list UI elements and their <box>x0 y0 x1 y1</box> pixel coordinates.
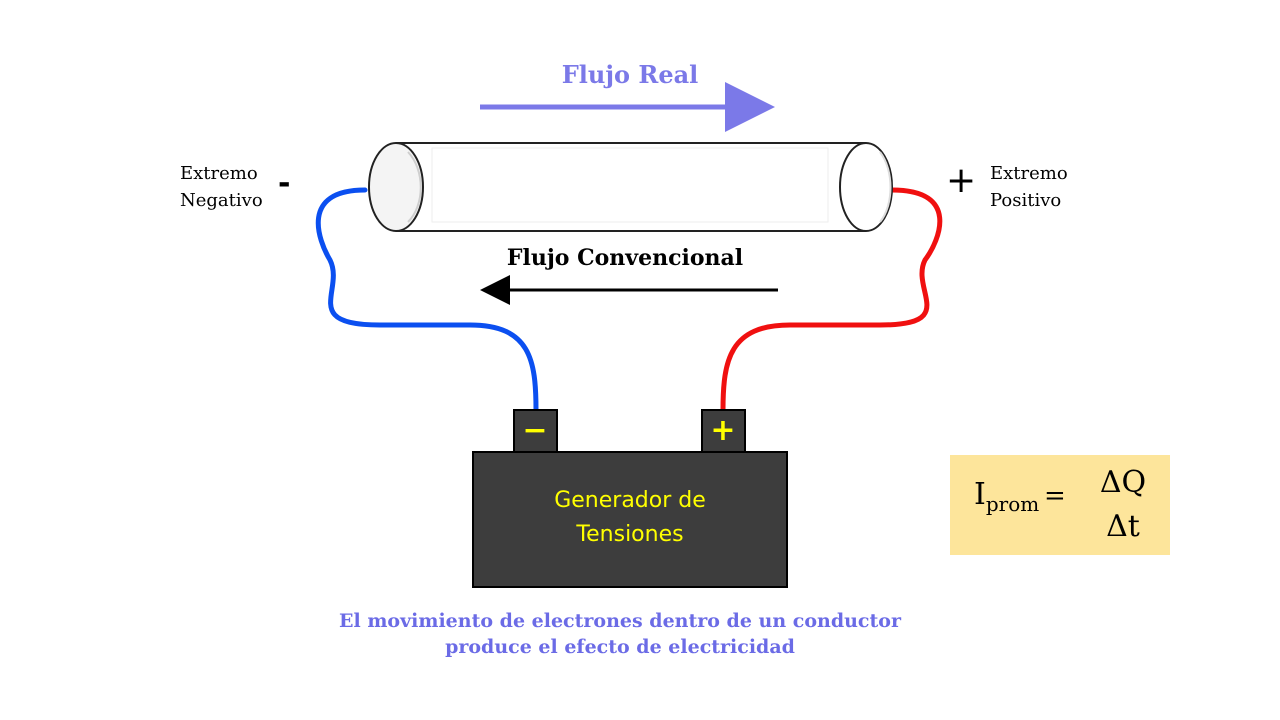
negative-sign: - <box>278 166 291 201</box>
generator-label-line2: Tensiones <box>576 522 684 547</box>
generator-label-line1: Generador de <box>554 488 706 513</box>
conventional-flow-label: Flujo Convencional <box>506 245 744 271</box>
formula-numerator: ΔQ <box>1099 465 1147 500</box>
caption-line1: El movimiento de electrones dentro de un… <box>339 610 901 632</box>
formula-current-subscript: prom <box>985 492 1040 516</box>
minus-terminal-label: − <box>522 413 548 448</box>
negative-wire <box>315 187 539 413</box>
diagram-caption: El movimiento de electrones dentro de un… <box>330 608 910 660</box>
voltage-generator <box>472 409 788 588</box>
positive-wire <box>720 187 943 413</box>
positive-end-line2: Positivo <box>990 190 1062 211</box>
negative-end-line2: Negativo <box>180 190 263 211</box>
conductor-cylinder <box>368 142 893 232</box>
formula-equals: = <box>1044 481 1066 511</box>
formula-current-symbol: I <box>974 477 986 512</box>
generator-label: Generador de Tensiones <box>474 484 786 552</box>
formula-denominator: Δt <box>1106 509 1140 544</box>
positive-sign: + <box>946 160 977 201</box>
positive-end-label: Extremo Positivo <box>990 160 1068 214</box>
negative-end-line1: Extremo <box>180 163 258 184</box>
real-flow-label: Flujo Real <box>561 60 699 89</box>
plus-terminal-label: + <box>710 413 736 448</box>
positive-end-line1: Extremo <box>990 163 1068 184</box>
caption-line2: produce el efecto de electricidad <box>445 636 795 658</box>
negative-end-label: Extremo Negativo <box>180 160 263 214</box>
current-formula-box: Iprom = ΔQ Δt <box>950 455 1170 555</box>
